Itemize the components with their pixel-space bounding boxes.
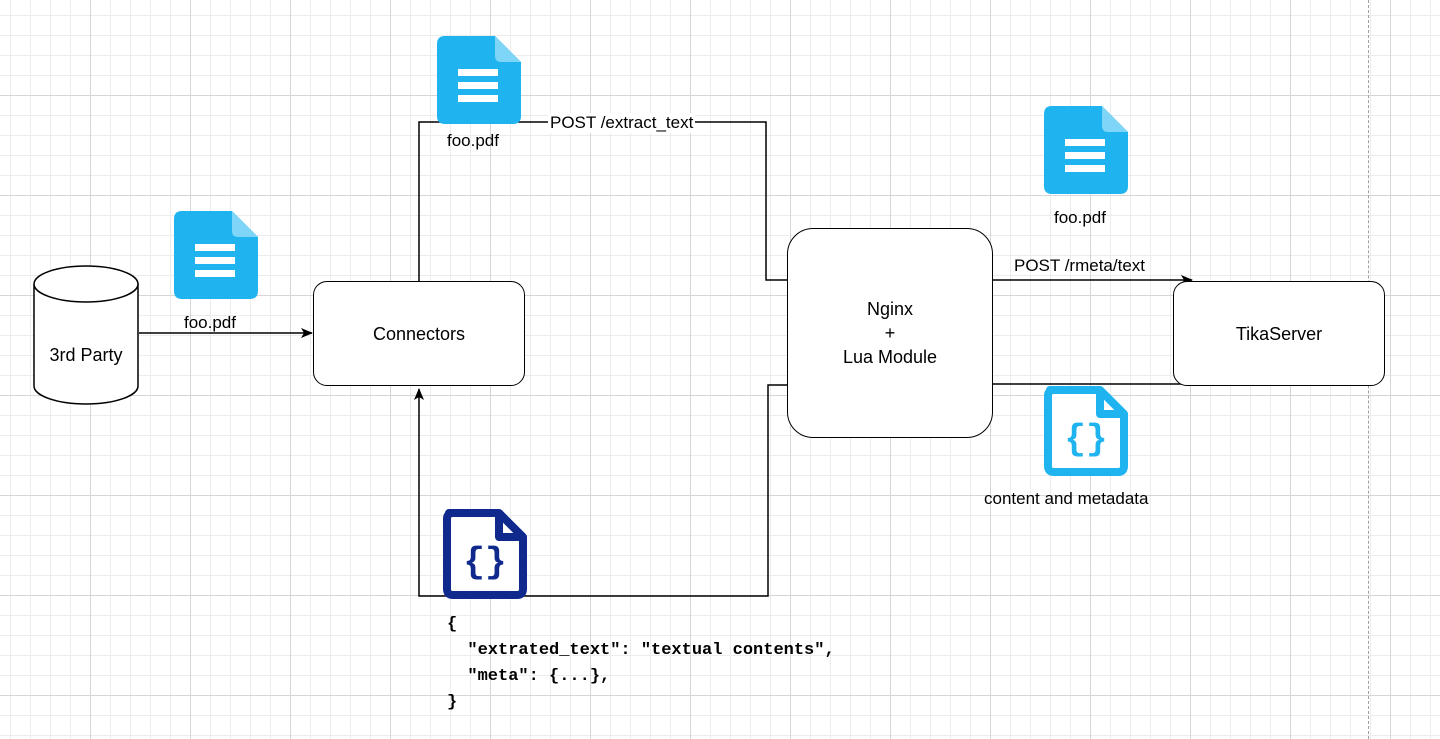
document-icon bbox=[1044, 106, 1128, 194]
file-label-nginx: foo.pdf bbox=[1054, 208, 1106, 227]
json-file-icon: {} bbox=[443, 509, 527, 599]
edge-connectors-nginx bbox=[418, 121, 788, 281]
third-party-cylinder bbox=[33, 265, 139, 405]
edge-label-extract-text: POST /extract_text bbox=[548, 113, 696, 133]
json-file-icon: {} bbox=[1044, 386, 1128, 476]
svg-text:{}: {} bbox=[463, 542, 506, 583]
third-party-label: 3rd Party bbox=[49, 345, 123, 365]
third-party-node: 3rd Party bbox=[34, 320, 138, 390]
connectors-node[interactable]: Connectors bbox=[313, 281, 525, 386]
document-icon bbox=[174, 211, 258, 299]
file-label-third-party: foo.pdf bbox=[184, 313, 236, 332]
connectors-label: Connectors bbox=[372, 323, 466, 344]
nginx-lua-node[interactable]: Nginx + Lua Module bbox=[787, 228, 993, 438]
svg-text:{}: {} bbox=[1064, 419, 1107, 460]
tika-server-label: TikaServer bbox=[1235, 323, 1323, 344]
json-response-text: { "extrated_text": "textual contents", "… bbox=[447, 615, 835, 712]
content-metadata-label: content and metadata bbox=[984, 489, 1149, 508]
edge-label-rmeta-text: POST /rmeta/text bbox=[1014, 256, 1146, 275]
nginx-lua-label: Nginx + Lua Module bbox=[842, 299, 938, 367]
document-icon bbox=[437, 36, 521, 124]
edge-nginx-connectors bbox=[414, 384, 788, 597]
file-label-connectors: foo.pdf bbox=[447, 131, 499, 150]
tika-server-node[interactable]: TikaServer bbox=[1173, 281, 1385, 386]
